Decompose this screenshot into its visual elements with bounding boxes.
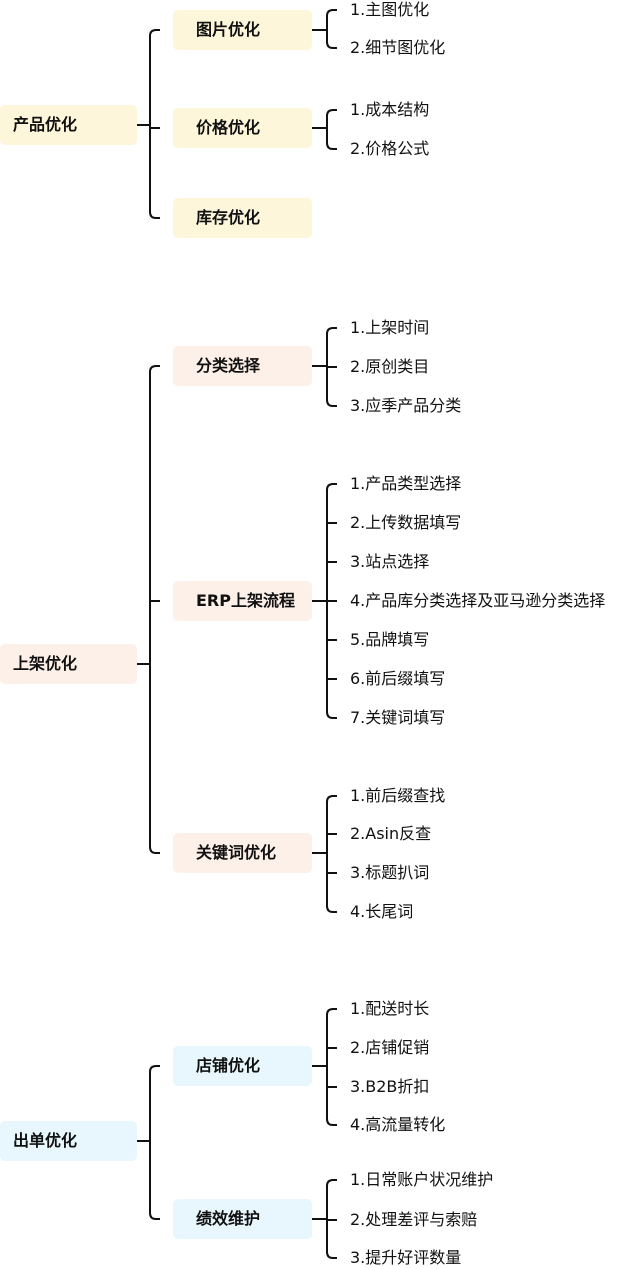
topic-node[interactable]: 绩效维护 [173, 1199, 312, 1239]
connector-line [326, 1008, 337, 1126]
topic-node[interactable]: ERP上架流程 [173, 581, 312, 621]
subtopic-item[interactable]: 2.原创类目 [350, 357, 430, 376]
connector-line [149, 29, 160, 219]
subtopic-item[interactable]: 6.前后缀填写 [350, 669, 446, 688]
subtopic-item[interactable]: 3.站点选择 [350, 552, 430, 571]
subtopic-item[interactable]: 4.产品库分类选择及亚马逊分类选择 [350, 591, 606, 610]
topic-node[interactable]: 关键词优化 [173, 833, 312, 873]
topic-node[interactable]: 店铺优化 [173, 1046, 312, 1086]
subtopic-item[interactable]: 1.上架时间 [350, 318, 430, 337]
topic-node[interactable]: 分类选择 [173, 346, 312, 386]
subtopic-item[interactable]: 1.成本结构 [350, 100, 430, 119]
topic-node[interactable]: 库存优化 [173, 198, 312, 238]
connector-line [326, 795, 337, 913]
subtopic-item[interactable]: 2.上传数据填写 [350, 513, 462, 532]
subtopic-item[interactable]: 5.品牌填写 [350, 630, 430, 649]
subtopic-item[interactable]: 4.高流量转化 [350, 1115, 446, 1134]
subtopic-item[interactable]: 3.提升好评数量 [350, 1248, 462, 1267]
topic-node[interactable]: 价格优化 [173, 108, 312, 148]
root-node[interactable]: 产品优化 [0, 105, 137, 145]
subtopic-item[interactable]: 2.店铺促销 [350, 1038, 430, 1057]
connector-line [149, 365, 160, 854]
subtopic-item[interactable]: 3.应季产品分类 [350, 396, 462, 415]
connector-line [326, 109, 337, 150]
subtopic-item[interactable]: 3.B2B折扣 [350, 1077, 430, 1096]
topic-node[interactable]: 图片优化 [173, 10, 312, 50]
subtopic-item[interactable]: 3.标题扒词 [350, 863, 430, 882]
subtopic-item[interactable]: 4.长尾词 [350, 902, 414, 921]
root-node[interactable]: 出单优化 [0, 1121, 137, 1161]
subtopic-item[interactable]: 2.细节图优化 [350, 38, 446, 57]
subtopic-item[interactable]: 1.日常账户状况维护 [350, 1170, 494, 1189]
subtopic-item[interactable]: 1.产品类型选择 [350, 474, 462, 493]
connector-line [326, 9, 337, 49]
subtopic-item[interactable]: 2.Asin反查 [350, 824, 432, 843]
subtopic-item[interactable]: 2.处理差评与索赔 [350, 1210, 478, 1229]
subtopic-item[interactable]: 1.前后缀查找 [350, 786, 446, 805]
subtopic-item[interactable]: 1.主图优化 [350, 0, 430, 19]
root-node[interactable]: 上架优化 [0, 644, 137, 684]
connector-line [149, 1065, 160, 1220]
subtopic-item[interactable]: 7.关键词填写 [350, 708, 446, 727]
subtopic-item[interactable]: 2.价格公式 [350, 139, 430, 158]
subtopic-item[interactable]: 1.配送时长 [350, 999, 430, 1018]
